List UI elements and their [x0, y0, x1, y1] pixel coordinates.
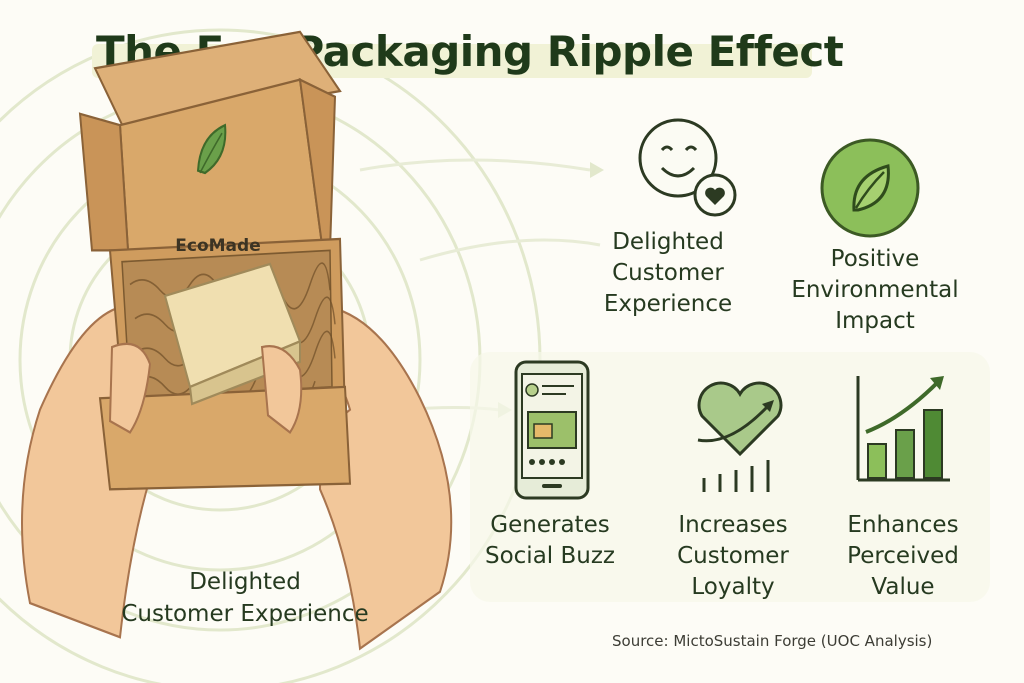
label-line: Customer	[612, 260, 724, 286]
label-line: Loyalty	[691, 574, 775, 600]
label-line: Environmental	[791, 277, 959, 303]
bar-chart-growth-icon	[856, 376, 950, 482]
leaf-icon	[820, 138, 920, 238]
label-line: Customer	[677, 543, 789, 569]
box-brand-label: EcoMade	[175, 236, 261, 256]
caption-line-1: Delighted	[189, 569, 301, 595]
label-line: Increases	[678, 512, 788, 538]
label-perceived-value: Enhances Perceived Value	[830, 510, 976, 603]
label-line: Social Buzz	[484, 543, 615, 569]
heart-arrow-icon	[697, 381, 783, 492]
label-delighted-experience: Delighted Customer Experience	[588, 227, 748, 320]
label-line: Value	[871, 574, 935, 600]
label-customer-loyalty: Increases Customer Loyalty	[660, 510, 806, 603]
label-line: Experience	[603, 291, 733, 317]
label-line: Delighted	[612, 229, 724, 255]
label-line: Enhances	[847, 512, 959, 538]
source-citation: Source: MictoSustain Forge (UOC Analysis…	[612, 632, 933, 650]
smartphone-icon	[514, 360, 590, 500]
bottom-left-caption: Delighted Customer Experience	[110, 566, 380, 630]
label-social-buzz: Generates Social Buzz	[470, 510, 630, 572]
label-line: Positive	[830, 246, 920, 272]
eco-box-illustration	[21, 30, 453, 651]
caption-line-2: Customer Experience	[121, 601, 369, 627]
label-line: Perceived	[847, 543, 959, 569]
label-line: Generates	[490, 512, 610, 538]
label-environmental-impact: Positive Environmental Impact	[782, 244, 968, 337]
smiley-heart-icon	[638, 118, 737, 217]
label-line: Impact	[835, 308, 915, 334]
